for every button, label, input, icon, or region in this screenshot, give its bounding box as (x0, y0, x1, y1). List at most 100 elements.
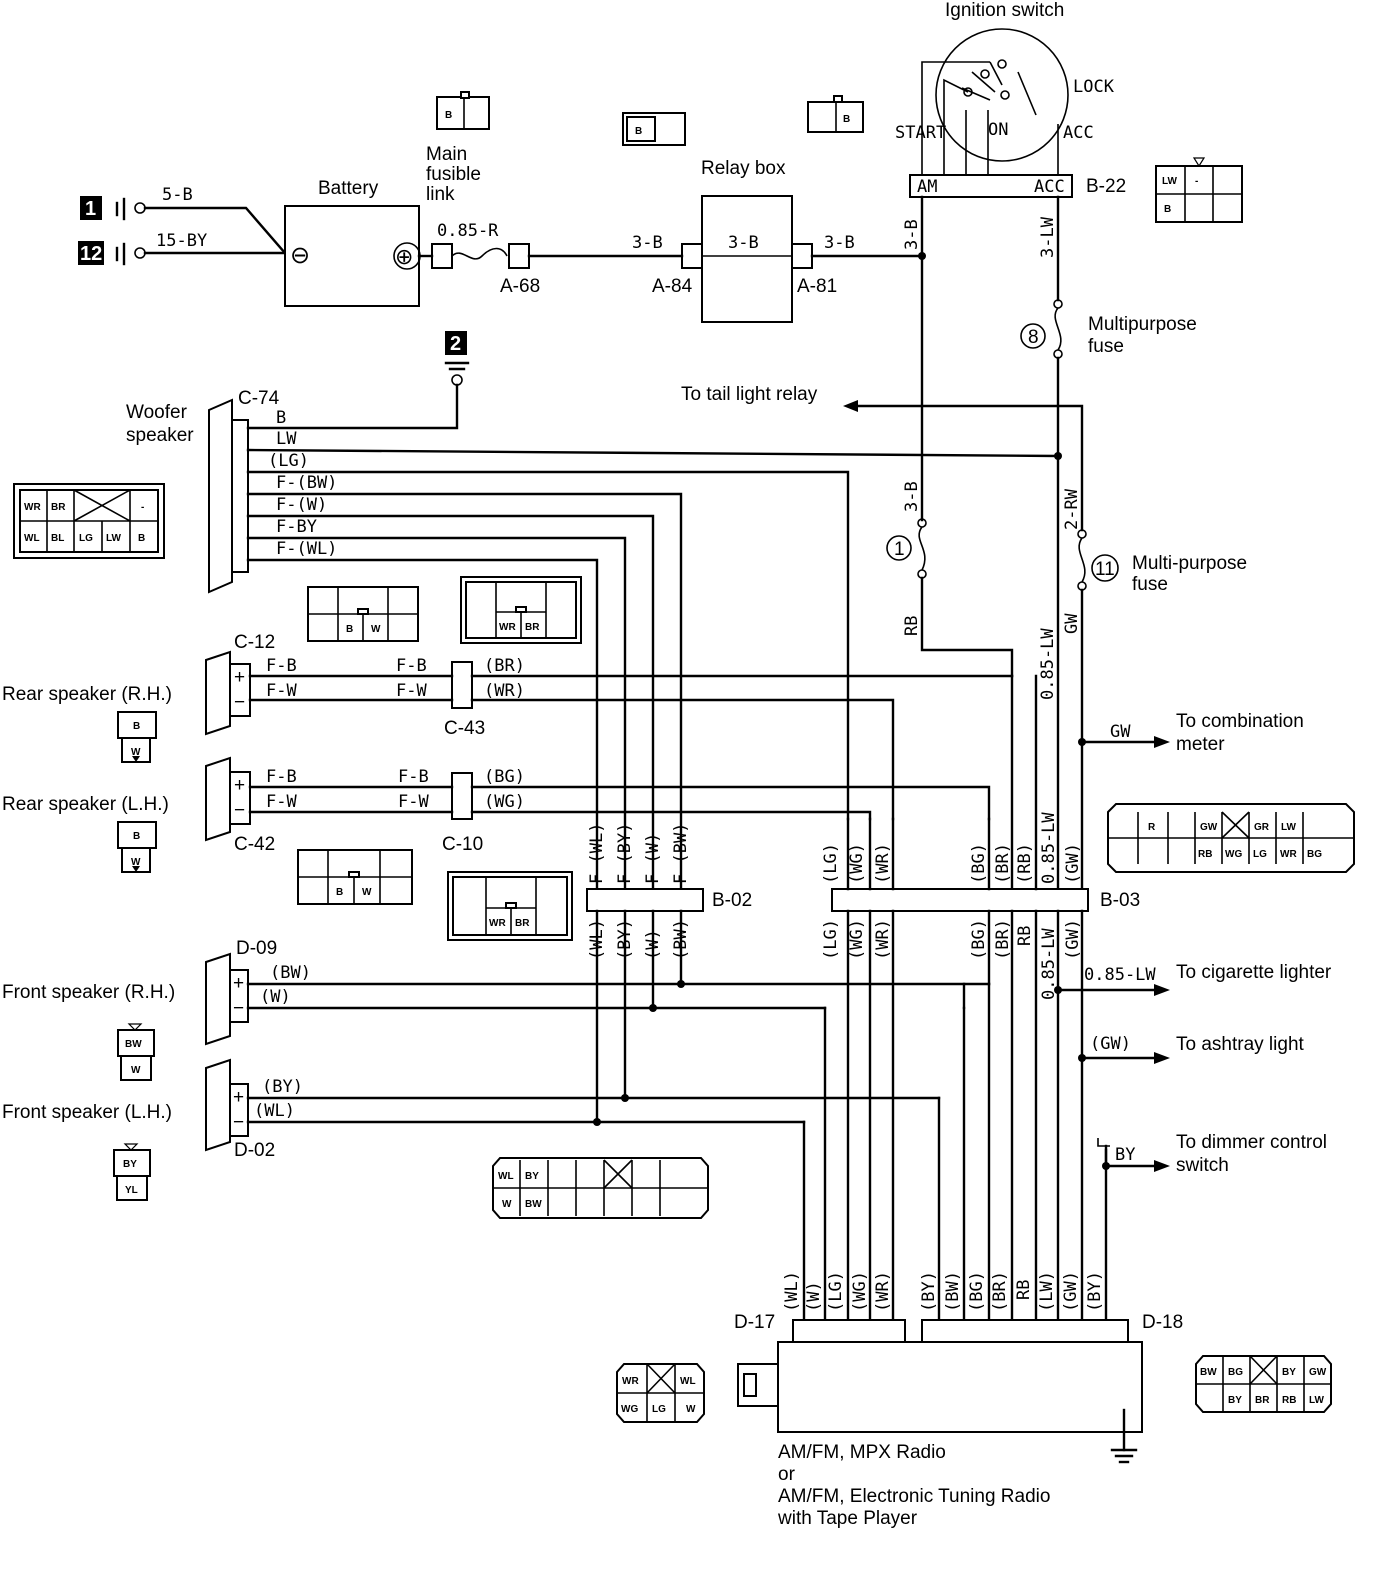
svg-text:F-(BY): F-(BY) (615, 823, 635, 884)
relay-out-wire-label: 3-B (824, 233, 855, 253)
svg-text:11: 11 (1095, 559, 1115, 580)
svg-text:RB: RB (1282, 1395, 1296, 1406)
svg-text:(BG): (BG) (484, 767, 525, 787)
svg-text:RB: RB (1198, 849, 1212, 860)
svg-text:(BW): (BW) (943, 1271, 963, 1312)
combination-meter-output: GW To combination meter (1078, 711, 1304, 755)
svg-text:(WG): (WG) (850, 1271, 870, 1312)
svg-text:To dimmer control: To dimmer control (1176, 1132, 1327, 1153)
svg-text:(BR): (BR) (993, 919, 1013, 960)
relay-in-wire-label: 3-B (632, 233, 663, 253)
ignition-switch: Ignition switch LOCK START ON ACC AM ACC… (895, 0, 1243, 223)
svg-text:YL: YL (125, 1185, 138, 1196)
svg-text:BW: BW (125, 1039, 142, 1050)
svg-text:LG: LG (1253, 849, 1267, 860)
svg-text:B: B (445, 110, 452, 121)
battery-label: Battery (318, 178, 379, 199)
svg-text:AM/FM, MPX Radio: AM/FM, MPX Radio (778, 1442, 946, 1463)
svg-text:F-(W): F-(W) (643, 833, 663, 884)
wire-2rw-label: 2-RW (1062, 488, 1082, 530)
svg-text:Multi-purpose: Multi-purpose (1132, 553, 1247, 574)
svg-text:BY: BY (1228, 1395, 1242, 1406)
c43-mate-connector-diagram: WR BR (460, 576, 582, 644)
svg-text:link: link (426, 184, 455, 205)
rear-lh-pin-icon: B W (117, 821, 157, 873)
svg-text:(LW): (LW) (1037, 1271, 1057, 1312)
svg-text:Front speaker (R.H.): Front speaker (R.H.) (2, 982, 175, 1003)
svg-text:(BY): (BY) (919, 1271, 939, 1312)
svg-text:B: B (336, 887, 343, 898)
svg-text:B: B (133, 831, 140, 842)
woofer-speaker: Woofer speaker C-74 B LW (LG) F-(BW) F-(… (126, 388, 337, 594)
battery-positive-terminal: ⊕ (395, 244, 413, 269)
d02-pin-diagram: WL BY W BW (492, 1157, 709, 1219)
svg-text:(W): (W) (804, 1281, 824, 1312)
svg-text:WR: WR (622, 1376, 639, 1387)
d09-connector-label: D-09 (236, 938, 277, 959)
svg-text:F-(WL): F-(WL) (587, 823, 607, 884)
svg-text:WL: WL (498, 1171, 514, 1182)
d17-connector-label: D-17 (734, 1312, 775, 1333)
svg-text:(WG): (WG) (847, 843, 867, 884)
wire-3b-lower: 3-B (902, 481, 922, 512)
svg-text:speaker: speaker (126, 425, 194, 446)
svg-text:LW: LW (1162, 176, 1178, 187)
svg-text:2: 2 (450, 333, 461, 355)
svg-text:(BG): (BG) (969, 919, 989, 960)
rear-speaker-rh: Rear speaker (R.H.) C-12 + − B W F-B F-W… (2, 632, 525, 763)
c43-connector-label: C-43 (444, 718, 485, 739)
svg-text:BG: BG (1307, 849, 1322, 860)
svg-text:1: 1 (894, 539, 905, 560)
b22-acc-label: ACC (1034, 177, 1065, 197)
c43-joint (451, 661, 473, 709)
svg-text:WL: WL (24, 533, 40, 544)
svg-text:WL: WL (680, 1376, 696, 1387)
svg-text:WG: WG (621, 1404, 638, 1415)
ashtray-light-output: (GW) To ashtray light (1078, 1034, 1305, 1064)
svg-text:(BY): (BY) (1085, 1271, 1105, 1312)
relay-connector-icon: B (622, 112, 686, 146)
svg-text:or: or (778, 1464, 796, 1485)
svg-text:8: 8 (1028, 327, 1039, 348)
b02-connector: B-02 F-(WL) F-(BY) F-(W) F-(BW) (WL) (BY… (586, 823, 752, 960)
svg-text:(BR): (BR) (484, 656, 525, 676)
svg-text:(WR): (WR) (873, 1271, 893, 1312)
svg-text:GW: GW (1110, 722, 1131, 742)
svg-text:BW: BW (1200, 1367, 1217, 1378)
svg-text:F-B: F-B (266, 656, 297, 676)
svg-text:(BW): (BW) (270, 963, 311, 983)
c74-connector-label: C-74 (238, 388, 280, 409)
fusible-connector-icon: B (436, 91, 490, 130)
svg-text:BY: BY (1115, 1145, 1135, 1165)
b03-connector-label: B-03 (1100, 890, 1140, 911)
svg-text:B: B (138, 533, 145, 544)
svg-text:with Tape Player: with Tape Player (777, 1508, 918, 1529)
svg-text:fusible: fusible (426, 164, 481, 185)
svg-text:F-W: F-W (396, 681, 427, 701)
wire-3b-upper: 3-B (902, 219, 922, 250)
svg-text:(BG): (BG) (969, 843, 989, 884)
svg-text:(WL): (WL) (254, 1101, 295, 1121)
ground-1-wire-label: 5-B (162, 185, 193, 205)
svg-text:LG: LG (79, 533, 93, 544)
wire-rb-label: RB (902, 616, 922, 636)
svg-text:−: − (233, 1112, 244, 1133)
d17-connector (792, 1319, 906, 1343)
svg-text:B: B (346, 624, 353, 635)
svg-text:BW: BW (525, 1199, 542, 1210)
svg-text:B: B (635, 126, 642, 137)
b22-connector-label: B-22 (1086, 176, 1126, 197)
svg-text:B: B (133, 721, 140, 732)
svg-text:F-(W): F-(W) (276, 495, 327, 515)
svg-text:(GW): (GW) (1063, 843, 1083, 884)
svg-text:BG: BG (1228, 1367, 1243, 1378)
svg-text:F-W: F-W (398, 792, 429, 812)
svg-text:F-B: F-B (396, 656, 427, 676)
wire-gw-label: GW (1062, 613, 1082, 634)
c12-connector-label: C-12 (234, 632, 275, 653)
svg-text:BY: BY (1282, 1367, 1296, 1378)
b03-connector: B-03 (LG) (WG) (WR) (BG) (BR) (RB) 0.85-… (821, 812, 1140, 1000)
svg-text:BR: BR (515, 918, 530, 929)
svg-text:BY: BY (525, 1171, 539, 1182)
ignition-start-label: START (895, 123, 946, 143)
